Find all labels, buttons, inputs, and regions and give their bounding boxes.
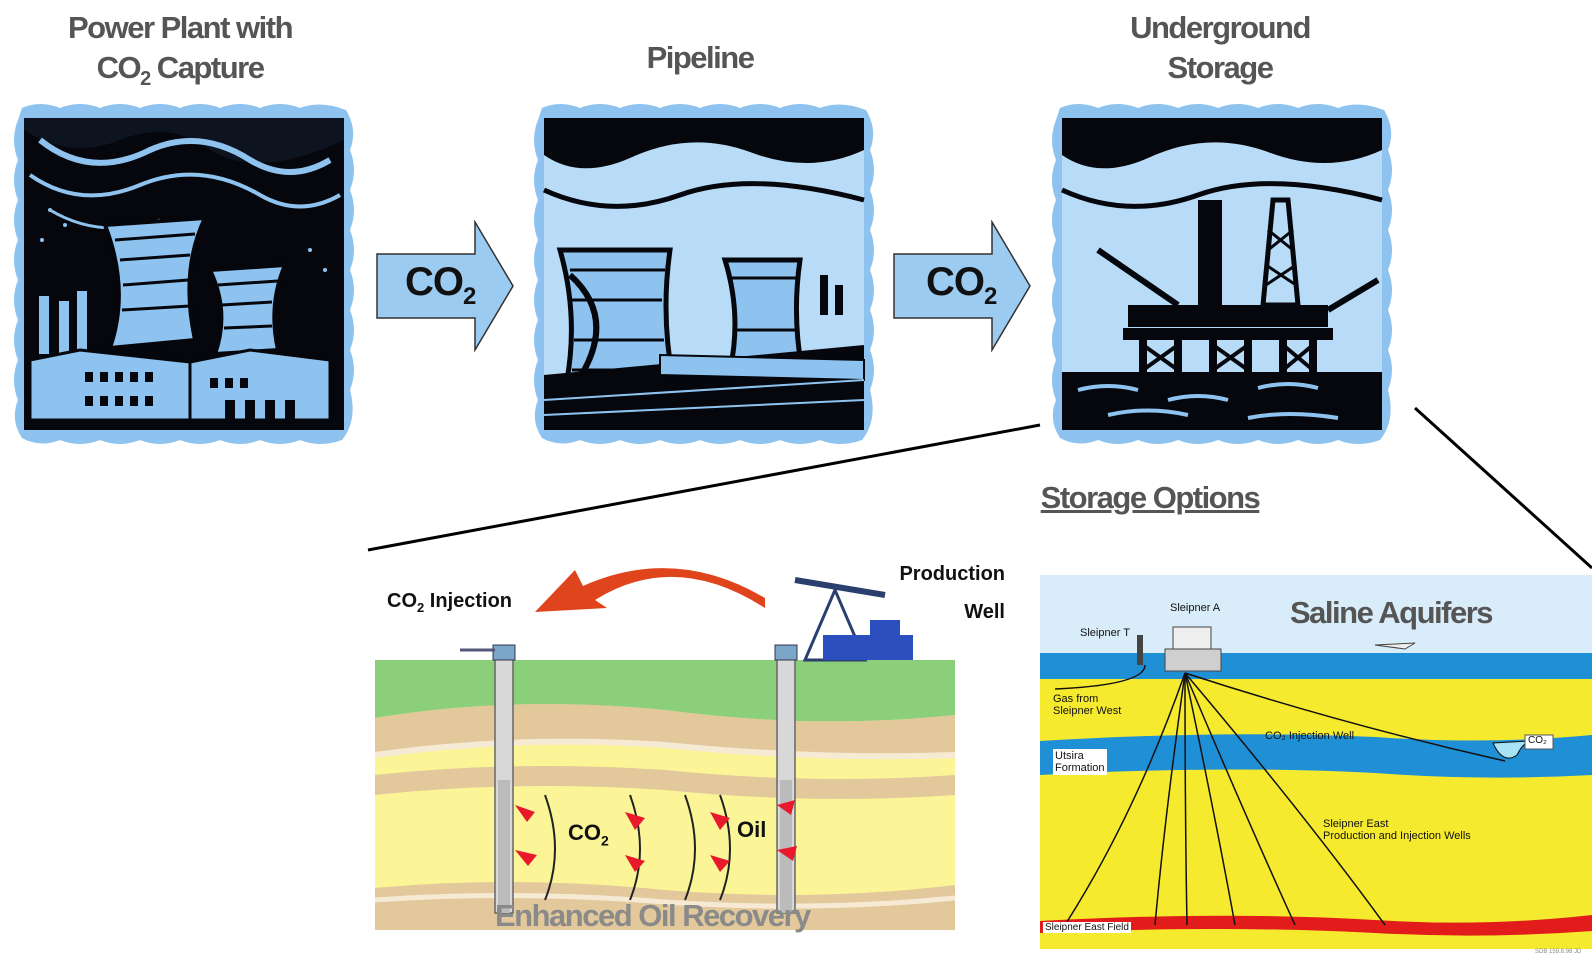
storage-heading: Underground Storage: [1060, 8, 1380, 88]
co2-zone-label: CO2: [568, 820, 609, 849]
saline-aquifer-diagram: Saline Aquifers Sleipner A Sleipner T Ga…: [1025, 565, 1592, 957]
pipeline-illustration: [530, 100, 878, 448]
co2-injection-label: CO2 Injection: [387, 590, 513, 615]
storage-options-heading: Storage Options: [1040, 480, 1261, 515]
sleipner-east-field-label: Sleipner East Field: [1043, 922, 1131, 933]
co2-arrow-1: CO2: [375, 220, 515, 352]
co2-arrow-2: CO2: [892, 220, 1032, 352]
storage-heading-line2: Storage: [1167, 50, 1274, 85]
power-plant-illustration: [10, 100, 358, 448]
saline-aquifers-title: Saline Aquifers: [1290, 595, 1494, 630]
enhanced-oil-recovery-diagram: CO2 Injection Production Well CO2 Oil En…: [365, 550, 1005, 950]
power-plant-heading: Power Plant with CO2 Capture: [20, 8, 340, 99]
sleipner-a-label: Sleipner A: [1170, 602, 1221, 614]
production-well-label: Production Well: [899, 563, 1005, 623]
oil-zone-label: Oil: [737, 817, 767, 842]
co2-injection-well-label: CO₂ Injection Well: [1265, 730, 1355, 742]
storage-heading-line1: Underground: [1130, 10, 1311, 45]
offshore-platform-illustration: [1048, 100, 1396, 448]
sleipner-t-label: Sleipner T: [1080, 627, 1130, 639]
reference-code: SDB 159.8.98 JD: [1535, 949, 1582, 955]
eor-caption: Enhanced Oil Recovery: [495, 898, 811, 933]
co2-arrow-1-label: CO2: [405, 260, 476, 310]
co2-tag: CO₂: [1528, 735, 1547, 746]
power-plant-heading-line1: Power Plant with: [67, 10, 294, 45]
power-plant-heading-line2: CO2 Capture: [96, 50, 265, 91]
co2-arrow-2-label: CO2: [926, 260, 997, 310]
pipeline-heading: Pipeline: [646, 40, 755, 75]
